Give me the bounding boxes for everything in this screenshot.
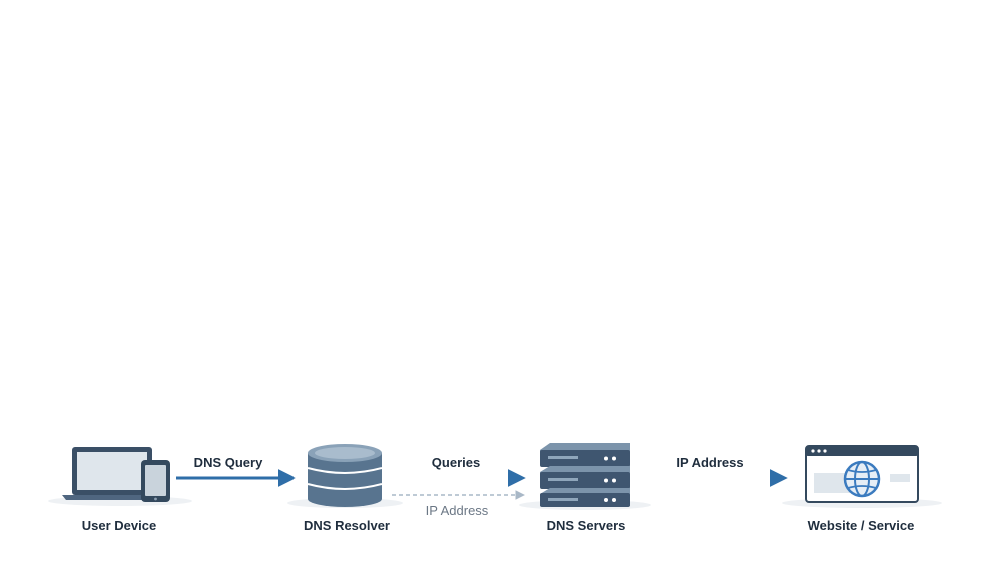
- node-label-website: Website / Service: [807, 518, 915, 533]
- laptop-phone-icon: [62, 447, 170, 502]
- node-label-dns-servers: DNS Servers: [546, 518, 626, 533]
- edge-label-dns-query: DNS Query: [193, 455, 263, 470]
- edge-label-ip-address: IP Address: [676, 455, 744, 470]
- server-rack-icon: [540, 443, 630, 507]
- edge-label-queries: Queries: [431, 455, 481, 470]
- browser-globe-icon: [805, 445, 919, 503]
- node-label-user-device: User Device: [81, 518, 157, 533]
- database-icon: [307, 444, 383, 507]
- node-label-dns-resolver: DNS Resolver: [304, 518, 390, 533]
- edge-label-ip-address-return: IP Address: [425, 503, 489, 518]
